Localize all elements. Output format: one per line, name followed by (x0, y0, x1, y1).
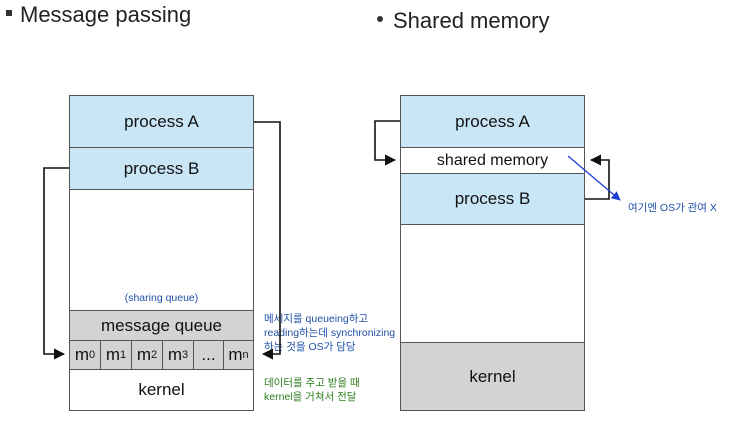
queue-cell-label: m (105, 345, 121, 364)
title-message-passing-text: Message passing (20, 2, 192, 27)
shared-note-pointer-arrow (567, 155, 621, 201)
title-shared-memory-text: Shared memory (393, 8, 550, 33)
queue-cell: ... (194, 341, 224, 369)
process-b-to-shared-arrow (585, 154, 610, 200)
queue-cell-subscript: 3 (182, 349, 189, 361)
queue-cell-subscript: 2 (151, 349, 158, 361)
right-process-b-label: process B (454, 189, 531, 208)
queue-os-note-line-3: 하는 것을 OS가 담당 (264, 341, 356, 353)
sharing-queue-label: (sharing queue) (124, 292, 199, 304)
queue-cell-label: m (228, 345, 243, 364)
queue-os-note-line-1: 메세지를 queueing하고 (264, 313, 369, 325)
kernel-transfer-note-line-1: 데이터를 주고 받을 때 (264, 377, 360, 389)
square-bullet-icon (6, 10, 12, 17)
queue-os-note-line-2: reading하는데 synchronizing (264, 327, 396, 339)
message-queue: message queue (69, 310, 254, 341)
right-process-a-label: process A (455, 111, 530, 131)
queue-cell-label: ... (201, 345, 216, 364)
queue-cell-subscript: n (242, 349, 249, 361)
kernel-transfer-note: 데이터를 주고 받을 때 kernel을 거쳐서 전달 (264, 376, 360, 404)
right-kernel-label: kernel (469, 366, 516, 386)
queue-cell-label: m (136, 345, 152, 364)
message-queue-label: message queue (101, 315, 222, 335)
left-process-a-label: process A (124, 111, 199, 131)
right-kernel: kernel (400, 342, 585, 411)
shared-memory-label: shared memory (436, 151, 549, 169)
left-kernel: kernel (69, 369, 254, 411)
process-a-to-queue-arrow (254, 121, 281, 360)
process-b-to-queue-arrow (43, 167, 69, 360)
right-process-b: process B (400, 173, 585, 225)
queue-cell-label: m (167, 345, 183, 364)
kernel-transfer-note-line-2: kernel을 거쳐서 전달 (264, 391, 357, 403)
queue-cell-label: m (74, 345, 90, 364)
process-a-to-shared-arrow (374, 120, 400, 166)
shared-memory-os-note: 여기엔 OS가 관여 X (628, 202, 717, 214)
left-process-b: process B (69, 147, 254, 190)
left-process-b-label: process B (123, 158, 200, 178)
left-kernel-label: kernel (138, 380, 185, 399)
queue-cell-subscript: 0 (89, 349, 96, 361)
round-bullet-icon (377, 16, 383, 23)
title-shared-memory: Shared memory (377, 8, 550, 34)
queue-os-note: 메세지를 queueing하고 reading하는데 synchronizing… (264, 312, 395, 354)
title-message-passing: Message passing (6, 2, 191, 28)
queue-cell-subscript: 1 (120, 349, 127, 361)
left-process-a: process A (69, 95, 254, 148)
right-process-a: process A (400, 95, 585, 148)
